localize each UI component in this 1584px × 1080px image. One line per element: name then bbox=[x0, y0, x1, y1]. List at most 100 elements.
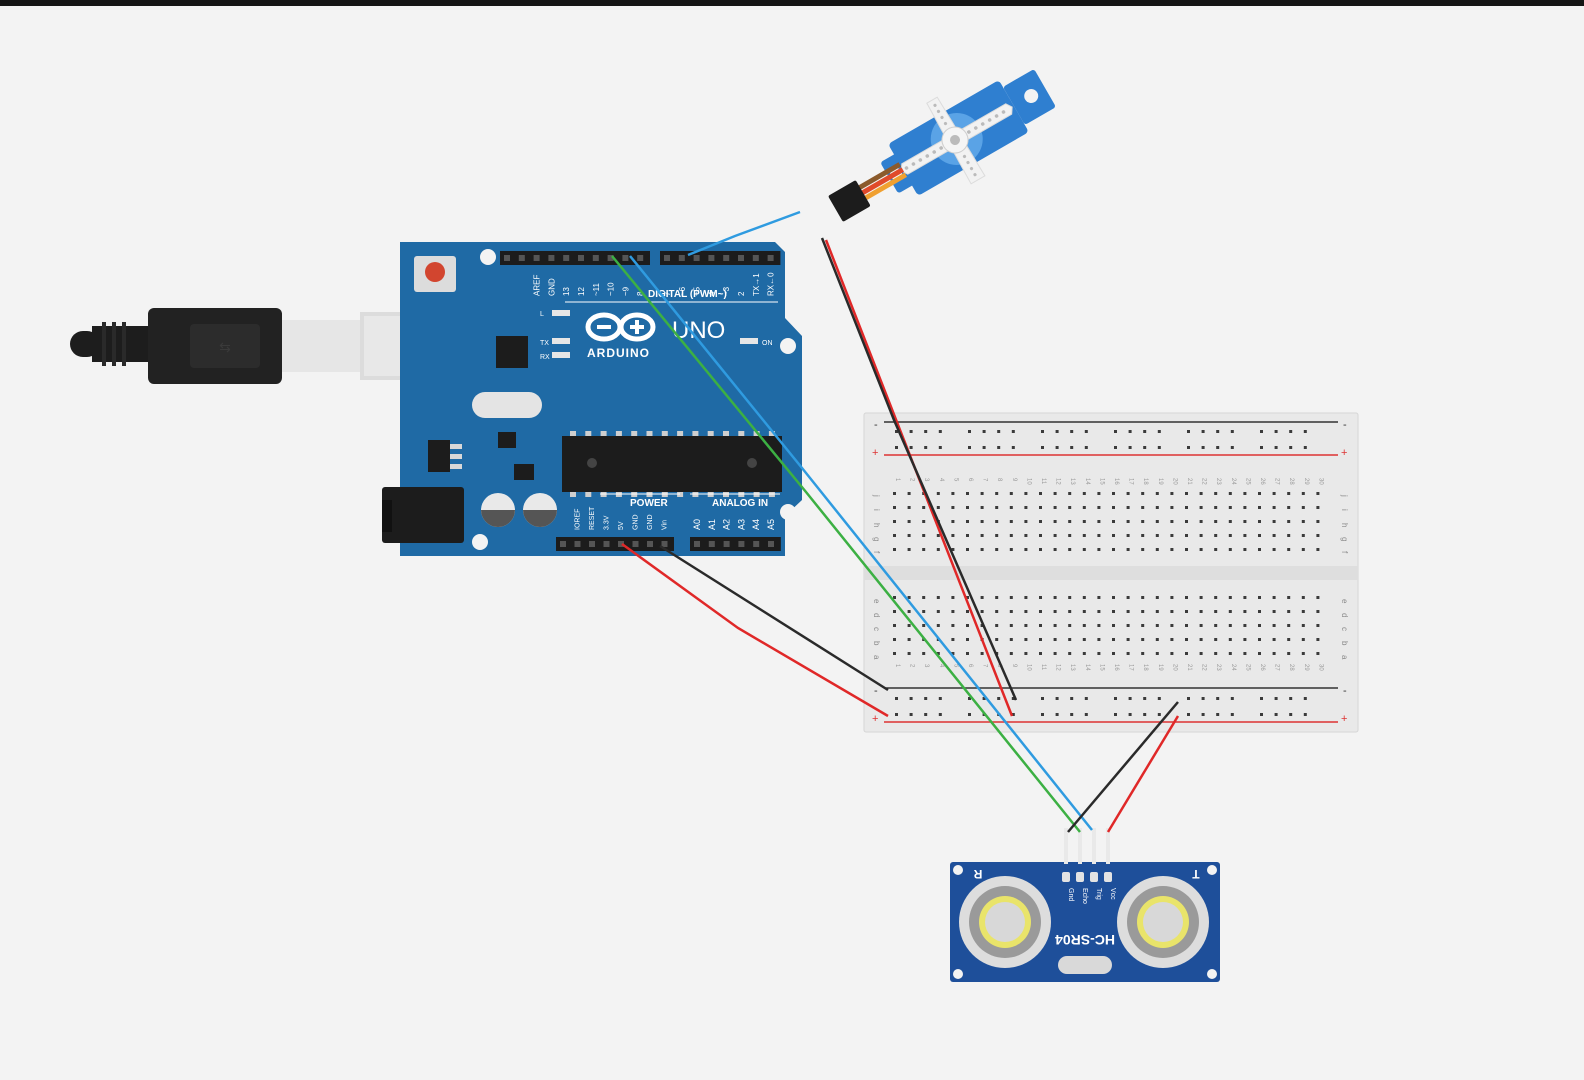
wires[interactable] bbox=[611, 210, 1180, 833]
column-number: 7 bbox=[982, 478, 988, 482]
analog-pin-header[interactable] bbox=[690, 537, 781, 551]
column-number: 10 bbox=[1025, 478, 1031, 485]
header-pin[interactable] bbox=[618, 541, 624, 547]
header-pin[interactable] bbox=[753, 541, 760, 547]
led-rx bbox=[552, 352, 570, 358]
digital-pin-label: 7 bbox=[663, 291, 672, 296]
digital-pin-label: 8 bbox=[636, 291, 645, 296]
header-pin[interactable] bbox=[767, 255, 774, 261]
header-pin[interactable] bbox=[603, 541, 610, 547]
column-number: 21 bbox=[1186, 664, 1192, 671]
column-number: 24 bbox=[1230, 664, 1236, 671]
column-number: 18 bbox=[1142, 664, 1148, 671]
row-letter: e bbox=[1340, 599, 1349, 604]
header-pin[interactable] bbox=[661, 541, 668, 547]
header-pin[interactable] bbox=[693, 255, 700, 261]
led-l bbox=[552, 310, 570, 316]
analog-header-label: ANALOG IN bbox=[712, 498, 768, 509]
sensor-pin[interactable] bbox=[1106, 828, 1110, 864]
header-pin[interactable] bbox=[560, 541, 566, 547]
header-pin[interactable] bbox=[723, 541, 730, 547]
rail-minus-label: - bbox=[1343, 685, 1347, 697]
header-pin[interactable] bbox=[632, 541, 639, 547]
column-number: 6 bbox=[967, 478, 973, 482]
rail-plus-label: + bbox=[1341, 713, 1347, 725]
header-pin[interactable] bbox=[607, 255, 614, 261]
header-pin[interactable] bbox=[708, 541, 715, 547]
arduino-uno-board[interactable]: ON ARDUINO UNO DIGITAL (PWM~) POWER ANAL… bbox=[382, 242, 802, 556]
wire-servo-vcc[interactable] bbox=[824, 239, 1014, 717]
sensor-pin[interactable] bbox=[1064, 828, 1068, 864]
header-pin[interactable] bbox=[678, 255, 685, 261]
column-number: 12 bbox=[1055, 664, 1061, 671]
dc-power-jack bbox=[382, 487, 464, 543]
column-number: 29 bbox=[1303, 478, 1309, 485]
header-pin[interactable] bbox=[518, 255, 525, 261]
usb-chip bbox=[496, 336, 528, 368]
sensor-pin[interactable] bbox=[1078, 828, 1082, 864]
header-pin[interactable] bbox=[738, 541, 745, 547]
header-pin[interactable] bbox=[647, 541, 653, 547]
column-number: 22 bbox=[1201, 478, 1207, 485]
wire-gnd[interactable] bbox=[659, 544, 889, 692]
breadboard[interactable]: - + - + - + - + 112233445566778899101011… bbox=[863, 412, 1359, 733]
header-pin[interactable] bbox=[592, 255, 599, 261]
sensor-pin[interactable] bbox=[1092, 828, 1096, 864]
row-letter: f bbox=[872, 551, 881, 554]
header-pin[interactable] bbox=[664, 255, 670, 261]
digital-pin-header[interactable] bbox=[500, 251, 781, 265]
wire-servo-signal[interactable] bbox=[687, 210, 801, 257]
power-pin-label: RESET bbox=[589, 506, 596, 530]
header-pin[interactable] bbox=[504, 255, 510, 261]
column-number: 29 bbox=[1303, 664, 1309, 671]
row-letter: c bbox=[1340, 627, 1349, 631]
micro-servo[interactable] bbox=[812, 48, 1068, 249]
wire-sensor-vcc[interactable] bbox=[1106, 715, 1180, 833]
wire-sensor-gnd[interactable] bbox=[1067, 701, 1179, 833]
analog-pin-label: A5 bbox=[766, 519, 776, 530]
power-header-label: POWER bbox=[630, 498, 669, 509]
mounting-hole bbox=[472, 534, 488, 550]
digital-pin-label: ~5 bbox=[693, 286, 702, 296]
column-number: 2 bbox=[909, 478, 915, 482]
header-pin[interactable] bbox=[563, 255, 570, 261]
breadboard-holes[interactable] bbox=[893, 430, 1320, 716]
wire-servo-gnd[interactable] bbox=[820, 237, 1018, 701]
header-pin[interactable] bbox=[637, 255, 644, 261]
wire-echo[interactable] bbox=[629, 255, 1093, 831]
header-pin[interactable] bbox=[589, 541, 595, 547]
header-pin[interactable] bbox=[752, 255, 759, 261]
wire-5v[interactable] bbox=[621, 542, 889, 718]
analog-pin-label: A3 bbox=[736, 519, 746, 530]
header-pin[interactable] bbox=[578, 255, 584, 261]
column-number: 26 bbox=[1259, 478, 1265, 485]
column-number: 5 bbox=[952, 664, 958, 668]
header-pin[interactable] bbox=[768, 541, 774, 547]
column-number: 11 bbox=[1040, 664, 1046, 671]
header-pin[interactable] bbox=[533, 255, 540, 261]
analog-pin-label: A2 bbox=[722, 519, 732, 530]
header-pin[interactable] bbox=[622, 255, 629, 261]
column-number: 28 bbox=[1288, 664, 1294, 671]
reset-button[interactable] bbox=[414, 256, 456, 292]
column-number: 15 bbox=[1098, 478, 1104, 485]
row-letter: g bbox=[1340, 537, 1349, 541]
header-pin[interactable] bbox=[738, 255, 744, 261]
sensor-pins[interactable] bbox=[1062, 828, 1112, 882]
column-number: 3 bbox=[923, 664, 929, 668]
header-pin[interactable] bbox=[723, 255, 730, 261]
column-number: 28 bbox=[1288, 478, 1294, 485]
mounting-hole bbox=[780, 504, 796, 520]
header-pin[interactable] bbox=[574, 541, 581, 547]
receiver-transducer bbox=[959, 876, 1051, 968]
header-pin[interactable] bbox=[548, 255, 555, 261]
header-pin[interactable] bbox=[708, 255, 715, 261]
wire-trig[interactable] bbox=[611, 255, 1081, 833]
column-number: 11 bbox=[1040, 478, 1046, 485]
usb-cable[interactable]: ⇆ bbox=[70, 308, 458, 384]
header-pin[interactable] bbox=[694, 541, 700, 547]
power-pin-header[interactable] bbox=[556, 537, 674, 551]
